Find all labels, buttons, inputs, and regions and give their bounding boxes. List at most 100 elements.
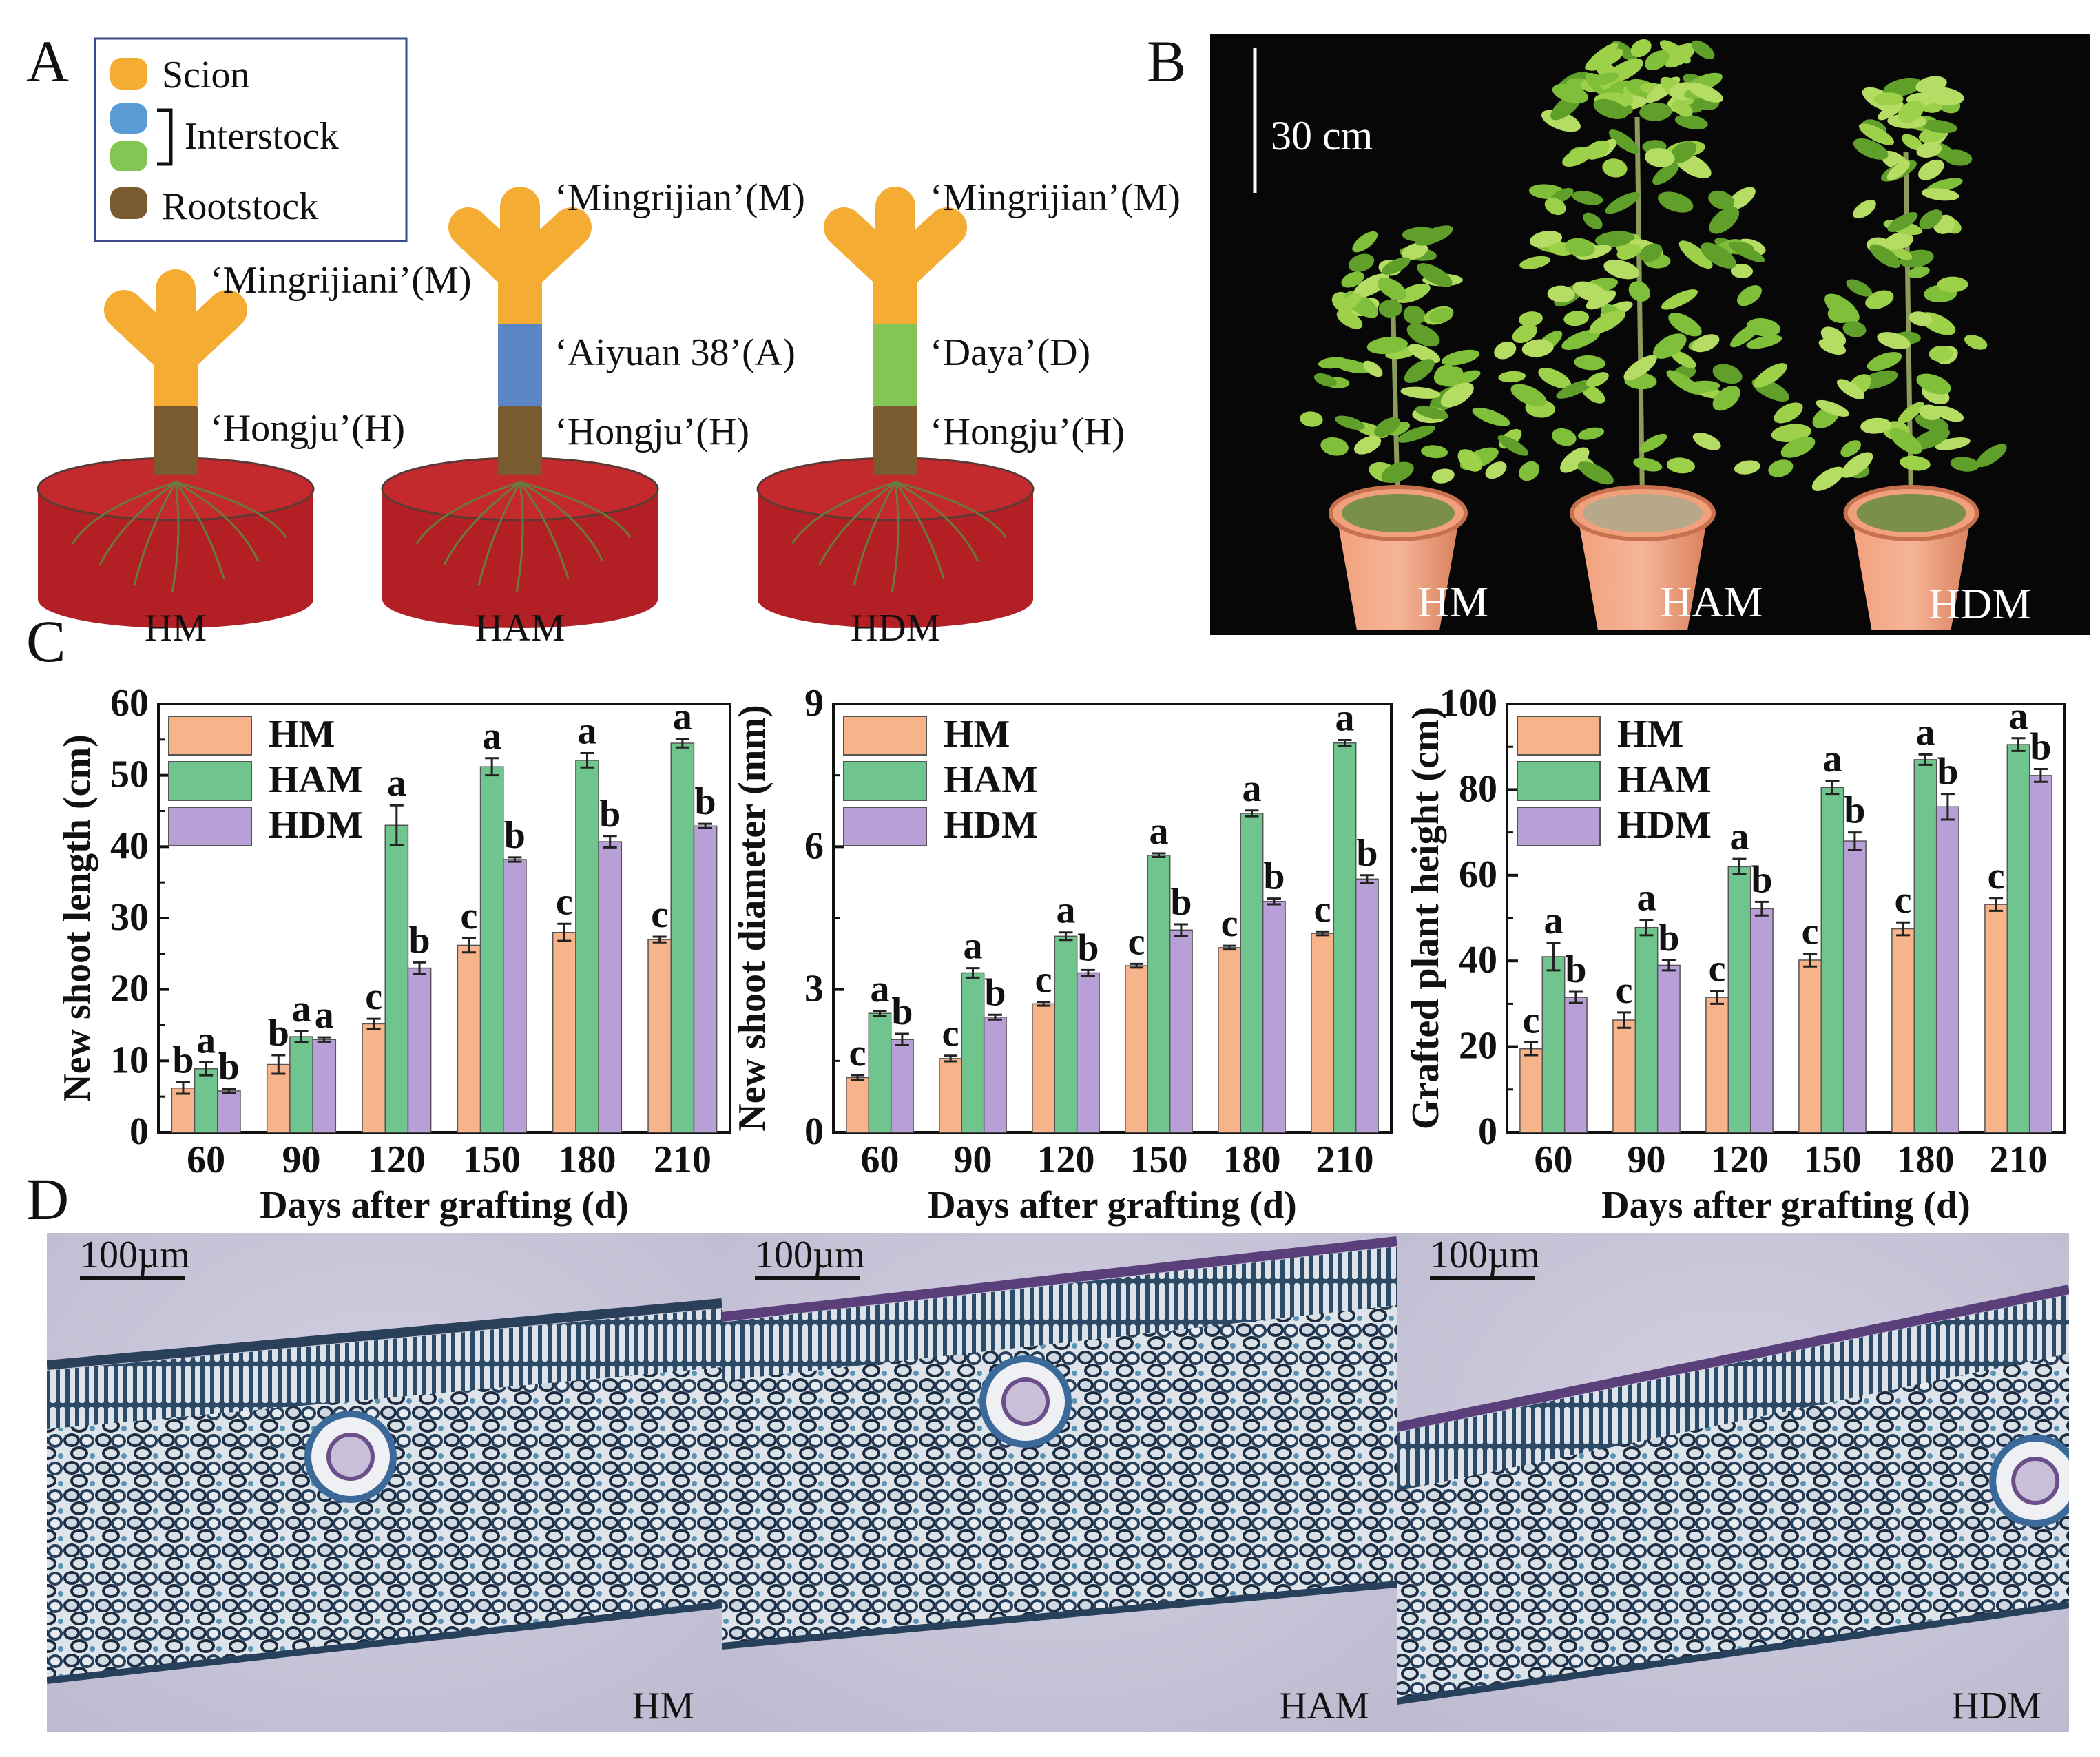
significance-letter: a [387, 762, 406, 804]
legend-label-hm: HM [1617, 713, 1683, 756]
leaf [1616, 244, 1641, 260]
leaf [1678, 240, 1713, 269]
leaf [1909, 311, 1933, 326]
leaf [1943, 149, 1973, 166]
leaf [1415, 225, 1453, 246]
bar-ham [194, 1068, 218, 1133]
leaf [1608, 129, 1639, 154]
bar-hdm [1935, 806, 1959, 1133]
scion-stem [498, 262, 542, 324]
legend-label-hdm: HDM [269, 804, 363, 846]
plant-stem [1634, 116, 1645, 524]
x-tick-label: 60 [1535, 1139, 1573, 1181]
leaf [1421, 445, 1448, 459]
significance-letter: b [2030, 726, 2051, 769]
leaf [1472, 407, 1510, 426]
significance-letter: b [218, 1046, 240, 1088]
bar-ham [1913, 759, 1937, 1133]
y-tick-label: 60 [110, 682, 149, 725]
root [71, 481, 176, 545]
pot-body [1851, 513, 1972, 630]
bar-hdm [890, 1039, 914, 1133]
pot-soil [1342, 494, 1455, 532]
significance-letter: a [1916, 711, 1935, 753]
significance-letter: a [578, 710, 597, 753]
interstock-segment [498, 310, 542, 406]
grafted-plant-hm: ‘Mingrijiani’(M)‘Hongju’(H)HM [37, 259, 471, 649]
legend-label-hm: HM [944, 713, 1010, 756]
bar-ham [1634, 926, 1659, 1133]
leaf [1561, 329, 1601, 351]
leaf [1912, 428, 1950, 450]
bar-ham [670, 742, 695, 1133]
leaf [1853, 138, 1889, 160]
bar-ham [1147, 855, 1171, 1133]
significance-letter: c [1616, 969, 1633, 1012]
leaf [1544, 198, 1566, 216]
leaf [1560, 447, 1590, 473]
bar-chart-3: 02040608010060cab90cab120cab150cab180cab… [1404, 682, 2066, 1227]
leaf [1907, 266, 1930, 279]
leaf [1737, 285, 1762, 306]
leaf [1921, 188, 1959, 201]
legend-scion: Scion [162, 54, 250, 96]
leaf-section [722, 1236, 1397, 1650]
legend-swatch-hm [843, 716, 927, 756]
bar-hm [1612, 1019, 1636, 1133]
leaf [1922, 119, 1957, 134]
bar-ham [1820, 787, 1844, 1133]
leaf [1937, 276, 1968, 293]
rootstock-segment [154, 406, 198, 475]
panel-label-d: D [26, 1166, 69, 1232]
leaf [1498, 371, 1526, 383]
leaf [1441, 349, 1480, 366]
leaf [1644, 148, 1675, 167]
root [175, 481, 287, 538]
leaf [1664, 43, 1696, 68]
bar-hm [1032, 1003, 1056, 1133]
rootstock-segment [873, 406, 917, 475]
bar-hdm [1355, 878, 1379, 1133]
rootstock-swatch [110, 187, 147, 219]
pot-bottom [38, 570, 313, 628]
significance-letter: a [1243, 767, 1262, 810]
graft-label: ‘Mingrijian’(M) [554, 176, 805, 219]
leaf [1586, 372, 1609, 388]
significance-letter: b [1263, 855, 1285, 898]
bar-hdm [407, 967, 432, 1133]
significance-letter: b [504, 814, 526, 857]
leaf [1918, 159, 1944, 180]
significance-letter: b [1844, 789, 1865, 832]
bar-hdm [1262, 901, 1286, 1133]
leaf [1400, 386, 1441, 399]
y-axis-label: Grafted plant height (cm) [1404, 707, 1447, 1130]
leaf [1916, 142, 1942, 158]
leaf [1964, 335, 1988, 350]
significance-letter: c [849, 1032, 866, 1074]
y-tick-label: 20 [110, 968, 149, 1010]
leaf [1658, 191, 1694, 213]
scion-swatch [110, 58, 147, 90]
leaf [1840, 440, 1862, 457]
leaf [1352, 231, 1378, 253]
x-tick-label: 120 [1711, 1139, 1769, 1181]
significance-letter: b [1356, 832, 1378, 875]
root [519, 481, 632, 538]
leaf [1670, 350, 1696, 368]
leaf [1581, 384, 1605, 404]
leaf [1639, 243, 1663, 262]
leaf [1353, 435, 1382, 455]
leaf [1562, 146, 1594, 167]
legend-label-ham: HAM [269, 758, 363, 801]
graft-label: ‘Mingrijiani’(M) [210, 259, 471, 302]
leaf [1901, 134, 1923, 151]
significance-letter: c [1709, 948, 1726, 990]
significance-letter: a [1057, 889, 1076, 932]
leaf [1774, 402, 1803, 424]
y-tick-label: 9 [804, 682, 824, 725]
significance-letter: c [1314, 888, 1331, 931]
lower-epidermis [47, 1601, 722, 1684]
leaf [1538, 367, 1572, 389]
bar-hm [1705, 997, 1729, 1133]
